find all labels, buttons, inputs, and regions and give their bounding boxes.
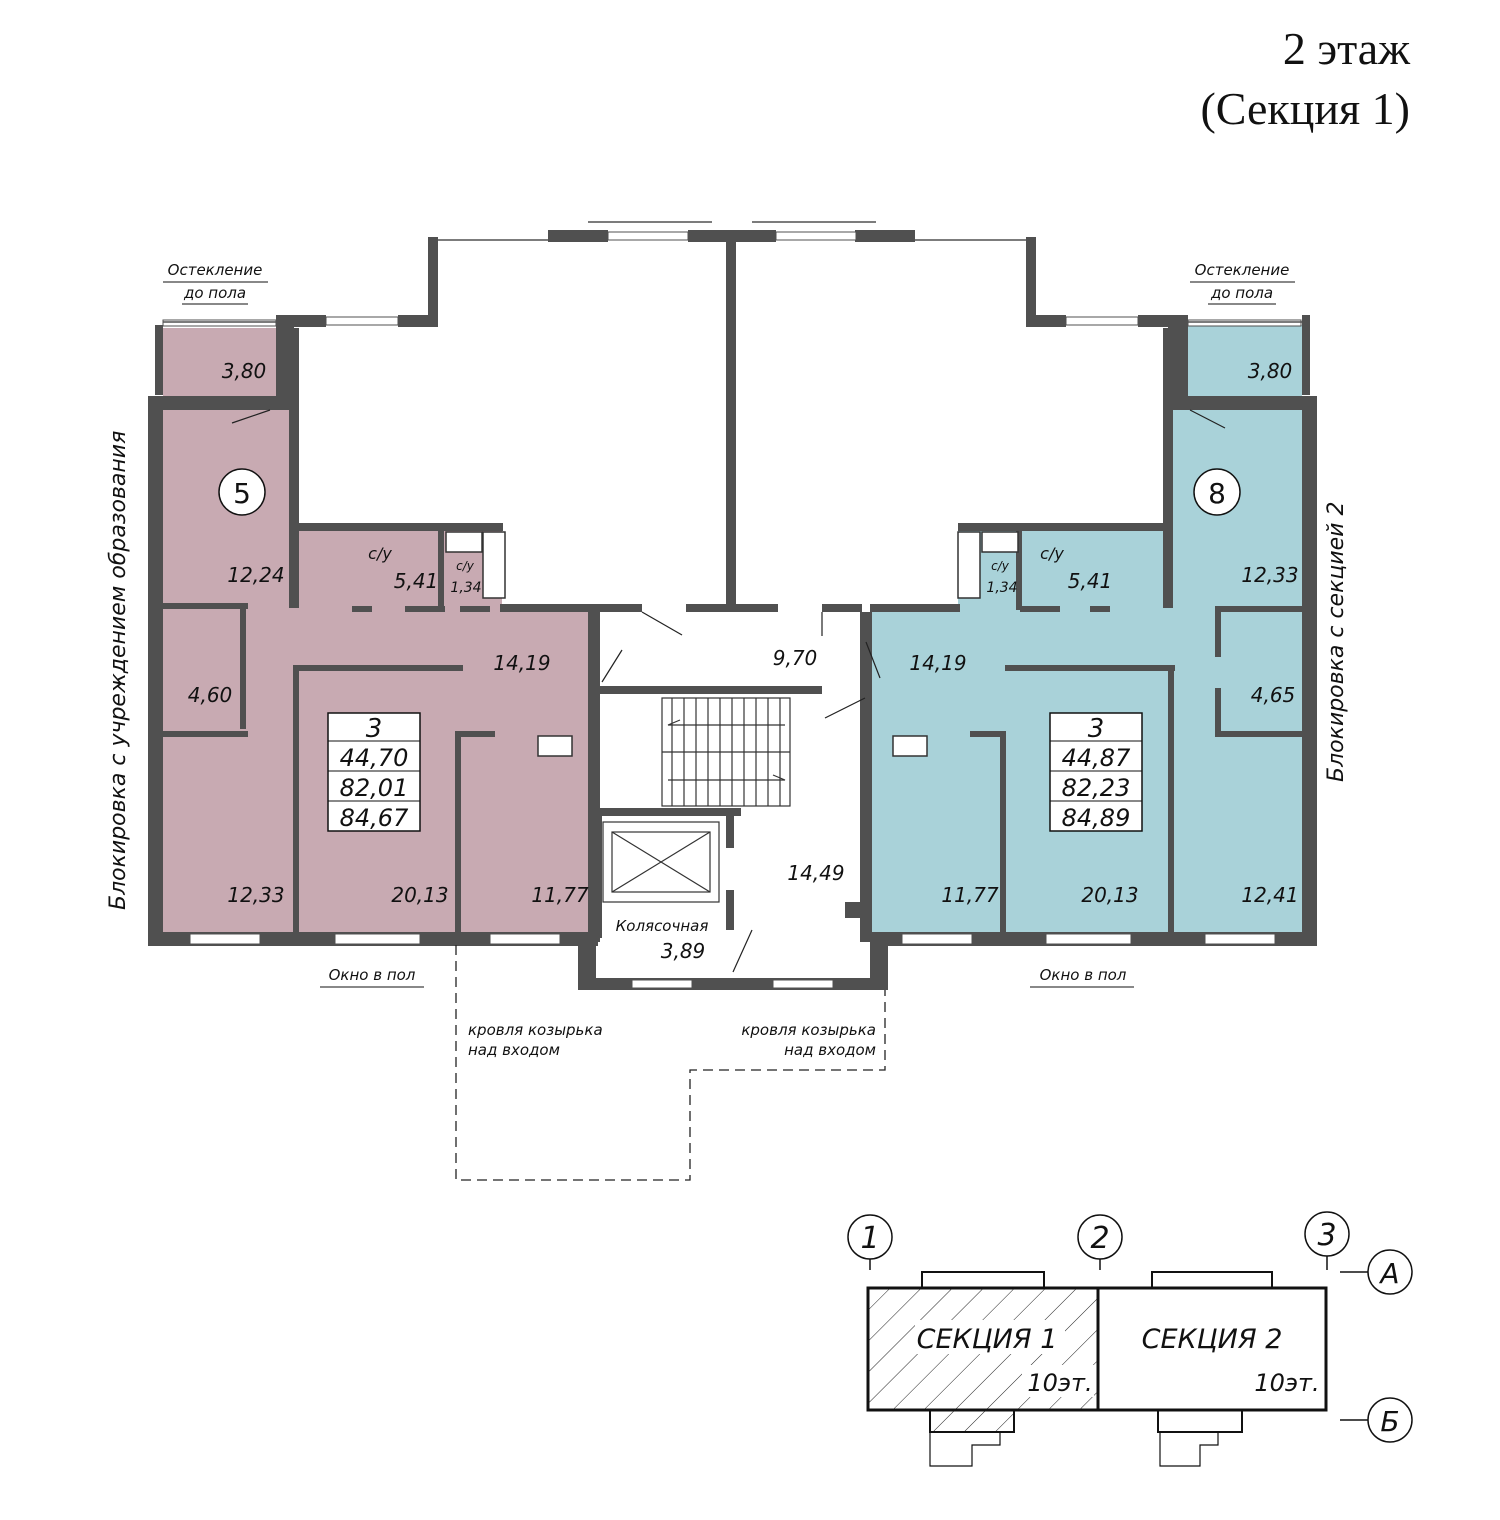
block-note-right: Блокировка с секцией 2 bbox=[1324, 502, 1349, 782]
room-area: 11,77 bbox=[941, 883, 999, 907]
bathroom-area: 5,41 bbox=[1068, 569, 1113, 593]
apartment-8-marker: 8 bbox=[1193, 468, 1241, 516]
stroller-room-label: Колясочная bbox=[616, 917, 709, 935]
plan-notes: Остекление до пола Остекление до пола Ок… bbox=[106, 261, 1349, 1059]
canopy-roof-note-left-line2: над входом bbox=[468, 1041, 560, 1059]
apartment-8-rooms: 3 bbox=[1088, 714, 1105, 744]
hall-area: 14,19 bbox=[909, 651, 966, 675]
section-title: (Секция 1) bbox=[1200, 83, 1410, 134]
apartment-8-room-areas: 3,80 12,33 с/у 5,41 с/у 1,34 14,19 4,65 … bbox=[909, 359, 1298, 907]
apartment-5-room-areas: 3,80 12,24 с/у 5,41 с/у 1,34 14,19 4,60 … bbox=[188, 359, 589, 907]
apartment-8-total-with-balcony: 84,89 bbox=[1062, 804, 1131, 832]
key-plan-section-2 bbox=[1096, 1286, 1328, 1412]
axis-label-2: 2 bbox=[1090, 1221, 1109, 1256]
apartment-8-fill bbox=[872, 325, 1302, 935]
glazing-note-left-line1: Остекление bbox=[168, 261, 263, 279]
apartment-5-fill bbox=[163, 328, 590, 935]
bathroom-area: 5,41 bbox=[394, 569, 439, 593]
room-area: 11,77 bbox=[531, 883, 589, 907]
canopy-roof-note-right-line2: над входом bbox=[784, 1041, 876, 1059]
staircase bbox=[661, 697, 791, 807]
elevator bbox=[602, 821, 720, 903]
floor-window-note-right: Окно в пол bbox=[1040, 966, 1127, 984]
apartment-5-total-area: 82,01 bbox=[340, 774, 409, 802]
wc-area: 1,34 bbox=[986, 580, 1017, 596]
axis-label-a: А bbox=[1378, 1257, 1399, 1290]
bathroom-label: с/у bbox=[368, 544, 392, 563]
common-areas: 9,70 14,49 Колясочная 3,89 bbox=[616, 646, 845, 963]
windows bbox=[162, 231, 1302, 989]
axis-label-b: Б bbox=[1380, 1405, 1399, 1438]
apartment-8[interactable] bbox=[872, 325, 1302, 935]
room-area: 4,65 bbox=[1251, 683, 1296, 707]
balcony-outlines bbox=[163, 221, 1302, 323]
apartment-5-number: 5 bbox=[233, 477, 251, 510]
apartment-8-number: 8 bbox=[1208, 477, 1226, 510]
key-plan-section-2-floors: 10эт. bbox=[1254, 1369, 1319, 1397]
apartment-5-marker: 5 bbox=[218, 468, 266, 516]
key-plan-axes bbox=[847, 1211, 1413, 1443]
balcony-area: 3,80 bbox=[1248, 359, 1293, 383]
key-plan-section-1-floors: 10эт. bbox=[1027, 1369, 1092, 1397]
walls bbox=[148, 230, 1317, 990]
glazing-note-right-line2: до пола bbox=[1210, 284, 1273, 302]
stair-hall-area: 14,49 bbox=[787, 861, 844, 885]
glazing-note-left-line2: до пола bbox=[183, 284, 246, 302]
apartment-5-summary: 3 44,70 82,01 84,67 bbox=[327, 712, 421, 832]
wc-area: 1,34 bbox=[450, 580, 481, 596]
balcony-area: 3,80 bbox=[222, 359, 267, 383]
apartment-5-living-area: 44,70 bbox=[340, 744, 409, 772]
room-area: 20,13 bbox=[1081, 883, 1138, 907]
apartment-5-rooms: 3 bbox=[366, 714, 383, 744]
floor-title: 2 этаж bbox=[1282, 23, 1410, 74]
room-area: 20,13 bbox=[391, 883, 448, 907]
door-swings bbox=[231, 409, 1226, 973]
wc-label: с/у bbox=[991, 559, 1010, 573]
floor-window-note-left: Окно в пол bbox=[329, 966, 416, 984]
room-area: 12,41 bbox=[1241, 883, 1298, 907]
room-area: 12,24 bbox=[227, 563, 284, 587]
glazing-note-right-line1: Остекление bbox=[1195, 261, 1290, 279]
axis-label-3: 3 bbox=[1317, 1218, 1336, 1253]
room-area: 4,60 bbox=[188, 683, 233, 707]
key-plan: СЕКЦИЯ 1 10эт. СЕКЦИЯ 2 10эт. 1 2 3 А Б bbox=[847, 1211, 1413, 1467]
apartment-8-summary: 3 44,87 82,23 84,89 bbox=[1049, 712, 1143, 832]
entrance-canopy-outline bbox=[455, 945, 886, 1181]
corridor-area: 9,70 bbox=[773, 646, 818, 670]
room-area: 12,33 bbox=[1241, 563, 1298, 587]
stroller-room-area: 3,89 bbox=[661, 939, 706, 963]
key-plan-section-2-name: СЕКЦИЯ 2 bbox=[1142, 1324, 1283, 1355]
block-note-left: Блокировка с учреждением образования bbox=[106, 431, 131, 910]
fixtures bbox=[445, 531, 1019, 757]
wc-label: с/у bbox=[456, 559, 475, 573]
apartment-5[interactable] bbox=[163, 328, 590, 935]
bathroom-label: с/у bbox=[1040, 544, 1064, 563]
apartment-8-total-area: 82,23 bbox=[1062, 774, 1131, 802]
hall-area: 14,19 bbox=[493, 651, 550, 675]
key-plan-section-1-name: СЕКЦИЯ 1 bbox=[917, 1324, 1058, 1355]
room-area: 12,33 bbox=[227, 883, 284, 907]
apartment-5-total-with-balcony: 84,67 bbox=[340, 804, 409, 832]
canopy-roof-note-right-line1: кровля козырька bbox=[741, 1021, 876, 1039]
axis-label-1: 1 bbox=[860, 1221, 879, 1256]
canopy-roof-note-left-line1: кровля козырька bbox=[468, 1021, 603, 1039]
apartment-8-living-area: 44,87 bbox=[1062, 744, 1131, 772]
